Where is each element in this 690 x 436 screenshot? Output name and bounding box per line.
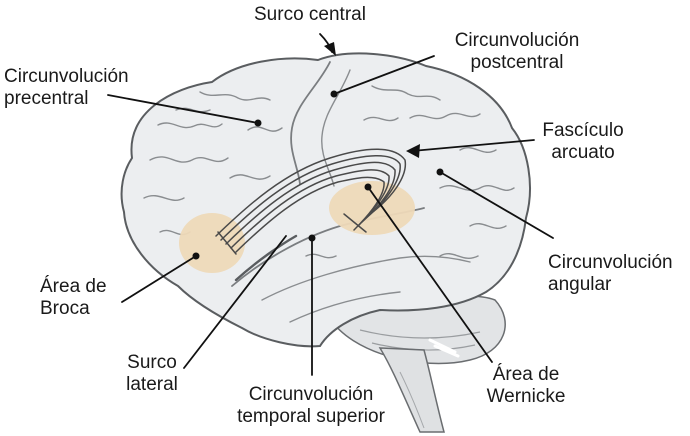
brainstem — [378, 347, 445, 433]
label-line: Circunvolución — [4, 66, 129, 87]
label-surco-central-text: Surco central — [254, 4, 366, 25]
label-line: Área de — [40, 276, 107, 297]
label-surco-lateral: Surco lateral — [112, 352, 192, 396]
label-line: Circunvolución — [454, 30, 580, 51]
label-fasciculo-arcuato: Fascículo arcuato — [528, 120, 638, 164]
arrowheads — [324, 42, 420, 158]
label-line: arcuato — [551, 142, 615, 163]
label-line: Área de — [492, 364, 560, 385]
label-circunvolucion-postcentral: Circunvolución postcentral — [432, 30, 602, 74]
label-line: postcentral — [470, 52, 564, 73]
label-line: Surco — [127, 352, 177, 373]
label-circunvolucion-precentral: Circunvolución precentral — [4, 66, 129, 110]
label-circunvolucion-angular: Circunvolución angular — [548, 252, 673, 296]
label-area-de-wernicke: Área de Wernicke — [476, 364, 576, 408]
broca-area-highlight — [179, 213, 245, 273]
arcuate-fasciculus — [215, 148, 407, 255]
wernicke-area-highlight — [329, 181, 415, 235]
label-circunvolucion-temporal-superior: Circunvolución temporal superior — [218, 384, 404, 428]
label-area-de-broca: Área de Broca — [40, 276, 107, 320]
label-line: Broca — [40, 298, 90, 319]
pointer-dots — [192, 90, 444, 260]
label-surco-central: Surco central — [254, 4, 366, 26]
label-line: temporal superior — [237, 406, 385, 427]
label-line: Fascículo — [542, 120, 624, 141]
label-line: Circunvolución — [248, 384, 374, 405]
leader-lines — [107, 33, 554, 376]
label-line: Circunvolución — [548, 252, 673, 273]
label-line: Wernicke — [486, 386, 566, 407]
label-line: angular — [548, 274, 612, 295]
label-line: lateral — [126, 374, 178, 395]
label-line: precentral — [4, 88, 89, 109]
